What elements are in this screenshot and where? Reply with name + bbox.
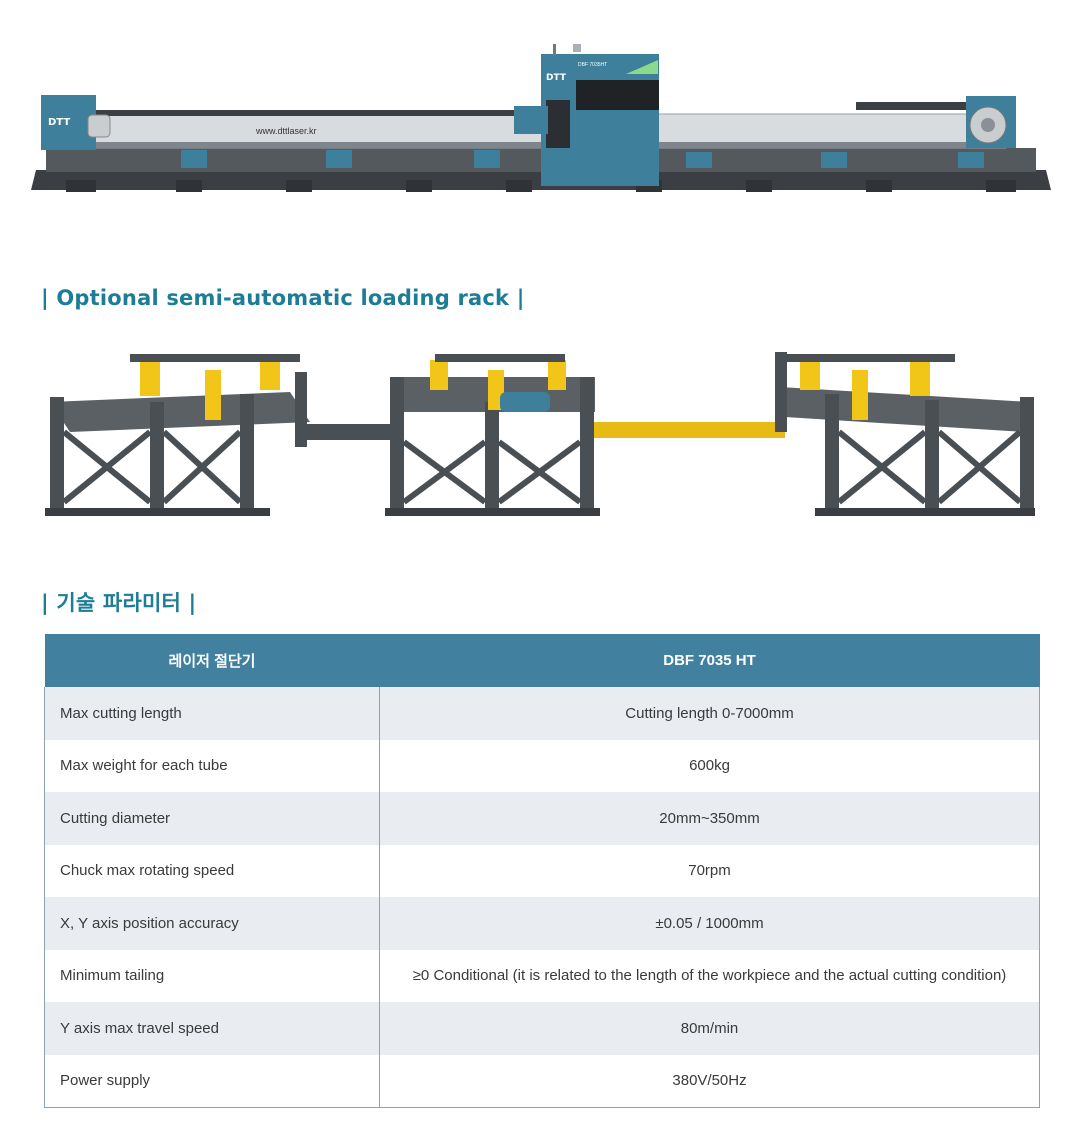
spec-value: ≥0 Conditional (it is related to the len… — [379, 949, 1040, 1002]
table-row: Chuck max rotating speed 70rpm — [44, 844, 1040, 897]
spec-label: Y axis max travel speed — [44, 1002, 380, 1055]
spec-value: 20mm~350mm — [379, 792, 1040, 845]
rack-unit-left — [45, 354, 310, 516]
table-row: Minimum tailing ≥0 Conditional (it is re… — [44, 949, 1040, 1002]
machine-website: www.dttlaser.kr — [255, 126, 317, 136]
rack-unit-right — [775, 352, 1035, 516]
spec-table-header-row: 레이저 절단기 DBF 7035 HT — [44, 634, 1040, 687]
spec-value: Cutting length 0-7000mm — [379, 687, 1040, 740]
spec-value: 380V/50Hz — [379, 1054, 1040, 1108]
table-row: Max weight for each tube 600kg — [44, 739, 1040, 792]
loading-rack-image — [45, 352, 1035, 516]
spec-value: ±0.05 / 1000mm — [379, 897, 1040, 950]
loading-rack-heading: | Optional semi-automatic loading rack | — [41, 286, 525, 310]
spec-header-category: 레이저 절단기 — [44, 634, 380, 687]
brand-logo-left: DTT — [48, 117, 70, 128]
spec-label: X, Y axis position accuracy — [44, 897, 380, 950]
laser-cutting-machine-image: DTT www.dttlaser.kr DTT DBF 7035HT — [31, 44, 1051, 192]
table-row: Cutting diameter 20mm~350mm — [44, 792, 1040, 845]
spec-label: Power supply — [44, 1054, 380, 1108]
spec-label: Cutting diameter — [44, 792, 380, 845]
table-row: Power supply 380V/50Hz — [44, 1054, 1040, 1108]
brand-logo-cabinet: DTT — [546, 73, 567, 83]
rack-unit-center — [385, 354, 600, 516]
spec-label: Max cutting length — [44, 687, 380, 740]
tech-params-heading: | 기술 파라미터 | — [41, 591, 197, 615]
spec-label: Minimum tailing — [44, 949, 380, 1002]
spec-value: 80m/min — [379, 1002, 1040, 1055]
spec-value: 70rpm — [379, 844, 1040, 897]
spec-value: 600kg — [379, 739, 1040, 792]
cabinet-model-label: DBF 7035HT — [578, 62, 607, 68]
spec-label: Max weight for each tube — [44, 739, 380, 792]
spec-table: 레이저 절단기 DBF 7035 HT Max cutting length C… — [44, 634, 1040, 1108]
spec-label: Chuck max rotating speed — [44, 844, 380, 897]
table-row: Y axis max travel speed 80m/min — [44, 1002, 1040, 1055]
table-row: X, Y axis position accuracy ±0.05 / 1000… — [44, 897, 1040, 950]
table-row: Max cutting length Cutting length 0-7000… — [44, 687, 1040, 740]
spec-header-model: DBF 7035 HT — [379, 634, 1040, 687]
